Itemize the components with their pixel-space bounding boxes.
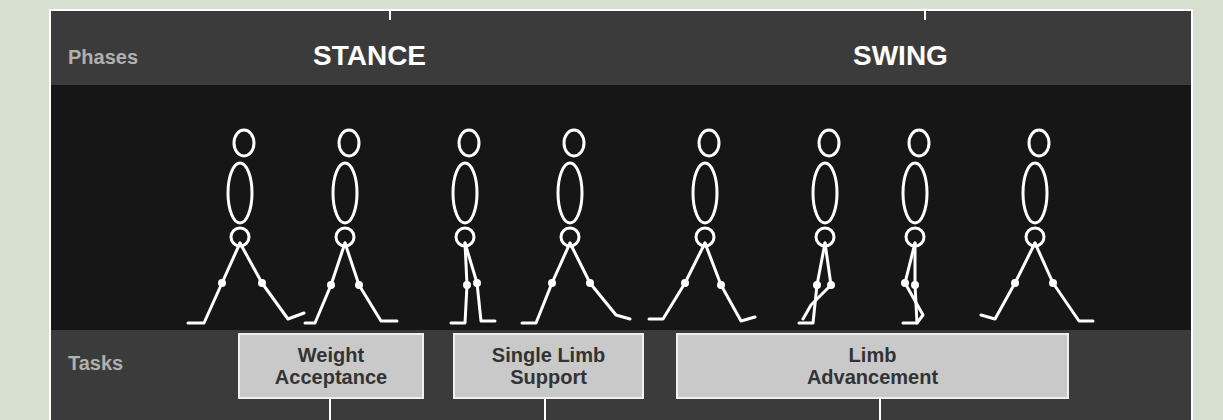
figure-knee [465, 283, 470, 288]
phase-name: SWING [853, 40, 948, 72]
figure-torso [813, 163, 837, 223]
figure-leg [649, 243, 705, 319]
figure-torso [228, 163, 252, 223]
figure-knee [357, 283, 362, 288]
figure-leg [903, 243, 917, 323]
figure-knee [1051, 281, 1056, 286]
figure-torso [903, 163, 927, 223]
figure-leg [570, 243, 630, 319]
figure-head [1029, 130, 1049, 156]
figure-torso [558, 163, 582, 223]
figure-knee [1013, 281, 1018, 286]
figure-knee [683, 281, 688, 286]
figure-head [909, 130, 929, 156]
task-name: Weight Acceptance [261, 344, 401, 388]
figure-head [564, 130, 584, 156]
figure-knee [475, 281, 480, 286]
figure-knee [719, 283, 724, 288]
frame-tick [924, 10, 926, 20]
frame-border [50, 10, 1192, 420]
task-box: Weight Acceptance [238, 333, 424, 399]
frame-tick [389, 10, 391, 20]
figure-leg [345, 243, 397, 321]
figure-leg [981, 243, 1035, 319]
figure-leg [188, 243, 240, 323]
phase-name: STANCE [313, 40, 426, 72]
figure-head [234, 130, 254, 156]
task-name: Limb Advancement [803, 344, 943, 388]
figure-leg [305, 243, 345, 323]
figure-leg [465, 243, 495, 321]
figure-head [699, 130, 719, 156]
task-box: Limb Advancement [676, 333, 1069, 399]
figure-torso [693, 163, 717, 223]
frame-tick [329, 398, 331, 420]
figure-knee [588, 281, 593, 286]
figure-leg [240, 243, 304, 319]
figure-leg [522, 243, 570, 323]
figure-leg [1035, 243, 1093, 321]
row-heading: Phases [68, 46, 138, 69]
row-heading: Tasks [68, 352, 123, 375]
figure-knee [903, 281, 908, 286]
walking-figures [188, 130, 1093, 323]
figure-head [819, 130, 839, 156]
figure-leg [705, 243, 755, 321]
figure-knee [913, 283, 918, 288]
figure-knee [550, 281, 555, 286]
figure-knee [829, 283, 834, 288]
figure-torso [1023, 163, 1047, 223]
figure-torso [453, 163, 477, 223]
frame-tick [879, 398, 881, 420]
figure-knee [329, 283, 334, 288]
figure-leg [803, 243, 831, 319]
figure-knee [260, 281, 265, 286]
task-name: Single Limb Support [484, 344, 614, 388]
figure-leg [799, 243, 825, 323]
figure-head [459, 130, 479, 156]
figure-band [50, 85, 1192, 330]
frame-tick [544, 398, 546, 420]
task-box: Single Limb Support [453, 333, 644, 399]
figure-knee [815, 283, 820, 288]
figure-head [339, 130, 359, 156]
figure-knee [220, 281, 225, 286]
figure-torso [333, 163, 357, 223]
